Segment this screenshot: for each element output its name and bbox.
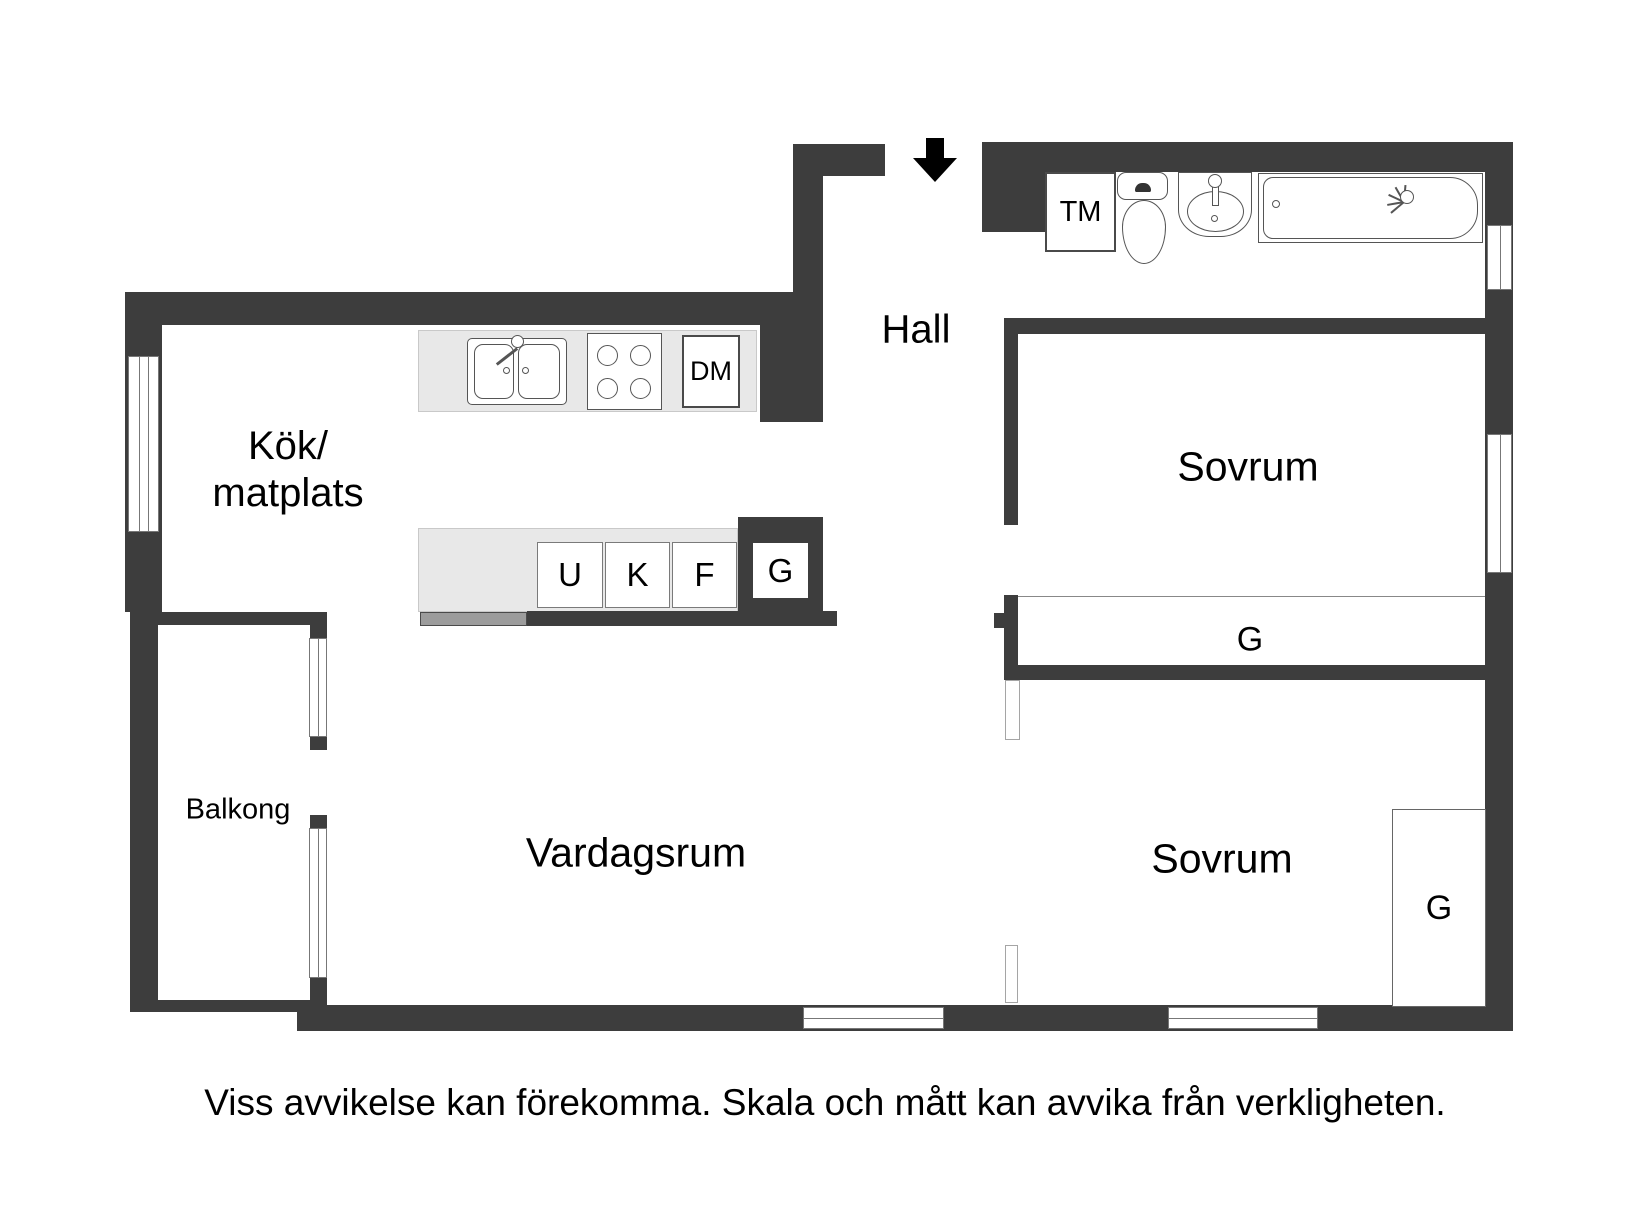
room-label-balcony: Balkong	[185, 793, 291, 826]
wall-kitchen-lower	[527, 611, 837, 626]
opening-stub-upper	[1005, 680, 1020, 740]
room-label-living: Vardagsrum	[525, 829, 747, 876]
wall-hall-closet-left	[1004, 595, 1018, 680]
window-balcony-upper	[309, 638, 327, 737]
cabinet-fridge: K	[605, 542, 670, 608]
wall-balcony-bottom	[130, 1000, 310, 1012]
wall-hall-closet-bottom	[1004, 665, 1485, 680]
freezer-label: F	[694, 556, 715, 593]
kitchen-closet-box: G	[753, 543, 808, 598]
room-label-bedroom-bottom: Sovrum	[1151, 835, 1293, 882]
washing-machine-label: TM	[1059, 195, 1102, 228]
wall-right	[1485, 142, 1513, 1031]
stove-4-burners-icon	[587, 333, 662, 410]
room-label-hall: Hall	[881, 307, 951, 352]
wall-entry-left-vertical	[793, 144, 823, 330]
wall-balcony-mullion-2	[310, 815, 327, 828]
disclaimer-text: Viss avvikelse kan förekomma. Skala och …	[204, 1082, 1446, 1123]
washing-machine-box: TM	[1045, 172, 1116, 252]
room-label-bedroom-top: Sovrum	[1177, 443, 1319, 490]
wall-bedroom-left	[1004, 318, 1018, 525]
kitchen-closet-label: G	[767, 551, 794, 589]
hall-long-closet-label: G	[1236, 620, 1264, 659]
wall-balcony-top	[158, 612, 327, 625]
window-balcony-lower	[309, 828, 327, 978]
wall-balcony-mullion-1	[310, 737, 327, 750]
window-bedroom-top-right	[1487, 434, 1512, 573]
window-living-bottom	[803, 1007, 944, 1029]
cabinet-freezer: F	[672, 542, 737, 608]
oven-label: U	[558, 556, 582, 593]
opening-stub-lower	[1005, 945, 1018, 1003]
wall-bedroom-top	[1004, 318, 1485, 334]
wall-kitchen-top	[125, 292, 823, 325]
cabinet-oven: U	[537, 542, 603, 608]
window-bathroom-right	[1487, 225, 1512, 290]
window-kitchen-left	[128, 356, 159, 532]
dishwasher-label: DM	[690, 356, 732, 386]
bedroom-closet-box: G	[1392, 809, 1486, 1007]
wall-entry-right-block	[982, 142, 1045, 232]
bedroom-closet-label: G	[1425, 888, 1453, 927]
dishwasher-box: DM	[682, 335, 740, 408]
kitchen-railing-bar	[420, 612, 527, 626]
wall-kitchen-right-block	[760, 325, 823, 422]
window-bedroom-bottom	[1168, 1007, 1318, 1029]
wall-balcony-left	[130, 612, 158, 1012]
wall-balcony-corner-top	[310, 612, 327, 638]
double-sink-icon	[467, 335, 567, 405]
wall-hall-closet-notch	[994, 613, 1004, 628]
room-label-kitchen: Kök/ matplats	[212, 424, 364, 515]
fridge-label: K	[626, 556, 649, 593]
wall-top	[982, 142, 1513, 172]
hall-closet-front-line	[1018, 596, 1485, 597]
wall-balcony-corner-bottom	[310, 978, 327, 1012]
